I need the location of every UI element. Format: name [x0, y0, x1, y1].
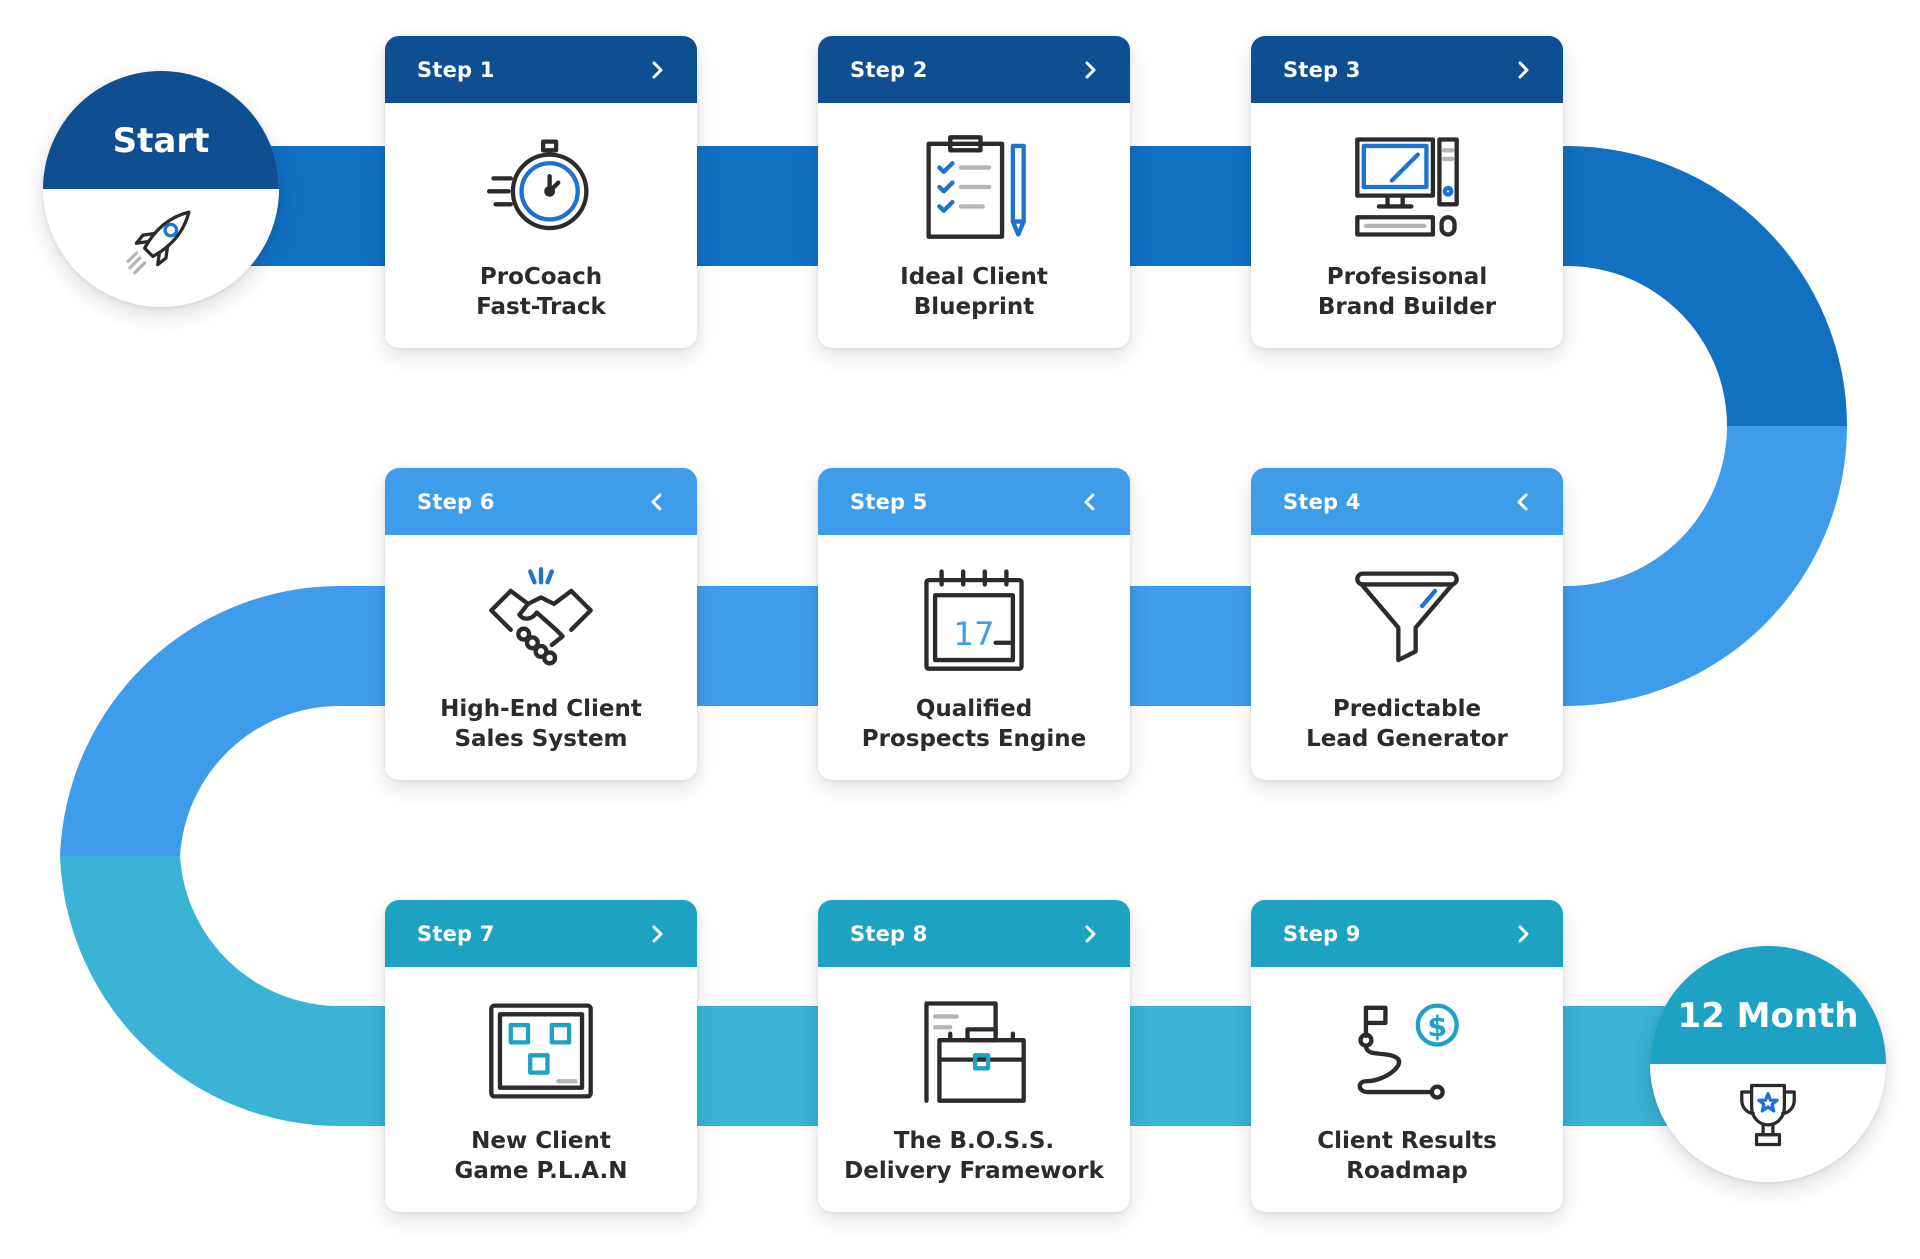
briefcase-icon — [924, 1001, 1026, 1103]
chevron-right-icon — [1518, 925, 1529, 942]
trophy-icon — [1740, 1083, 1796, 1147]
step-label: Step 8 — [850, 921, 928, 946]
step-label: Step 2 — [850, 57, 928, 82]
step-title: Profesisonal Brand Builder — [1261, 262, 1553, 322]
step-label: Step 4 — [1283, 489, 1361, 514]
step-card-header: Step 3 — [1251, 36, 1563, 103]
step-title-line-1: Client Results — [1317, 1128, 1497, 1154]
track-turn-left-lower — [60, 856, 340, 1127]
step-card-1[interactable]: Step 1 ProCoach Fast-Track — [385, 36, 697, 348]
funnel-icon — [1355, 571, 1459, 663]
step-title: The B.O.S.S. Delivery Framework — [828, 1126, 1120, 1186]
chevron-right-icon — [652, 925, 663, 942]
step-card-7[interactable]: Step 7 New Client Game P.L.A.N — [385, 900, 697, 1212]
step-title-line-2: Blueprint — [913, 294, 1035, 320]
chevron-right-icon — [1085, 925, 1096, 942]
step-title: Predictable Lead Generator — [1261, 694, 1553, 754]
step-title-line-2: Roadmap — [1346, 1158, 1468, 1184]
step-title-line-2: Prospects Engine — [861, 726, 1087, 752]
step-title: High-End Client Sales System — [395, 694, 687, 754]
step-label: Step 1 — [417, 57, 495, 82]
step-card-header: Step 9 — [1251, 900, 1563, 967]
step-card-9[interactable]: Step 9 $ Client Results Roadmap — [1251, 900, 1563, 1212]
step-title-line-1: Qualified — [915, 696, 1033, 722]
step-card-header: Step 2 — [818, 36, 1130, 103]
step-title: Client Results Roadmap — [1261, 1126, 1553, 1186]
finish-label: 12 Month — [1677, 996, 1859, 1036]
svg-text:17: 17 — [953, 615, 994, 653]
track-turn-right-lower — [1567, 426, 1847, 706]
step-icon-wrap — [1251, 133, 1563, 241]
step-card-6[interactable]: Step 6 High-End Client Sales System — [385, 468, 697, 780]
step-icon-wrap — [1251, 565, 1563, 673]
step-icon-wrap: $ — [1251, 997, 1563, 1105]
start-milestone: Start — [43, 71, 279, 307]
track-turn-left-upper — [60, 585, 340, 856]
step-card-header: Step 6 — [385, 468, 697, 535]
chevron-right-icon — [1518, 61, 1529, 78]
step-card-8[interactable]: Step 8 The B.O.S.S. Delivery Framework — [818, 900, 1130, 1212]
step-label: Step 5 — [850, 489, 928, 514]
step-title-line-1: New Client — [471, 1128, 611, 1154]
step-title-line-1: ProCoach — [479, 264, 603, 290]
step-icon-wrap — [385, 565, 697, 673]
step-label: Step 6 — [417, 489, 495, 514]
step-title: New Client Game P.L.A.N — [395, 1126, 687, 1186]
step-title-line-2: Delivery Framework — [844, 1158, 1104, 1184]
step-title-line-1: The B.O.S.S. — [893, 1128, 1055, 1154]
step-label: Step 7 — [417, 921, 495, 946]
calendar-icon: 17 — [924, 569, 1024, 671]
step-title-line-2: Game P.L.A.N — [454, 1158, 628, 1184]
step-card-header: Step 8 — [818, 900, 1130, 967]
step-card-header: Step 1 — [385, 36, 697, 103]
step-icon-wrap — [385, 133, 697, 241]
step-title-line-2: Sales System — [454, 726, 628, 752]
step-title: Qualified Prospects Engine — [828, 694, 1120, 754]
plan-board-icon — [489, 1003, 593, 1099]
step-icon-wrap: 17 — [818, 565, 1130, 673]
step-title: ProCoach Fast-Track — [395, 262, 687, 322]
clipboard-checklist-icon — [926, 135, 1026, 239]
step-card-4[interactable]: Step 4 Predictable Lead Generator — [1251, 468, 1563, 780]
step-title-line-1: High-End Client — [440, 696, 642, 722]
step-card-header: Step 7 — [385, 900, 697, 967]
step-icon-wrap — [818, 133, 1130, 241]
start-icon-wrap — [43, 199, 279, 281]
step-icon-wrap — [385, 997, 697, 1105]
step-icon-wrap — [818, 997, 1130, 1105]
step-label: Step 9 — [1283, 921, 1361, 946]
svg-text:$: $ — [1427, 1010, 1447, 1043]
step-title-line-2: Lead Generator — [1306, 726, 1508, 752]
step-title-line-2: Brand Builder — [1317, 294, 1497, 320]
finish-milestone: 12 Month — [1650, 946, 1886, 1182]
step-title: Ideal Client Blueprint — [828, 262, 1120, 322]
chevron-left-icon — [1517, 493, 1528, 510]
step-card-header: Step 5 — [818, 468, 1130, 535]
step-card-header: Step 4 — [1251, 468, 1563, 535]
desktop-computer-icon — [1355, 137, 1459, 237]
start-label: Start — [112, 121, 210, 161]
chevron-left-icon — [1084, 493, 1095, 510]
finish-icon-wrap — [1650, 1074, 1886, 1156]
step-card-5[interactable]: Step 5 17 Qualified Prospects Engine — [818, 468, 1130, 780]
step-title-line-2: Fast-Track — [476, 294, 606, 320]
step-title-line-1: Predictable — [1332, 696, 1482, 722]
chevron-right-icon — [1085, 61, 1096, 78]
chevron-right-icon — [652, 61, 663, 78]
rocket-icon — [126, 210, 191, 275]
handshake-icon — [489, 567, 593, 666]
stopwatch-icon — [487, 139, 589, 231]
step-card-2[interactable]: Step 2 Ideal Client Blueprint — [818, 36, 1130, 348]
chevron-left-icon — [651, 493, 662, 510]
step-title-line-1: Profesisonal — [1326, 264, 1488, 290]
step-title-line-1: Ideal Client — [900, 264, 1048, 290]
track-turn-right-upper — [1567, 146, 1847, 426]
step-card-3[interactable]: Step 3 Profesisonal Brand Builder — [1251, 36, 1563, 348]
roadmap-icon: $ — [1357, 1003, 1459, 1100]
step-label: Step 3 — [1283, 57, 1361, 82]
